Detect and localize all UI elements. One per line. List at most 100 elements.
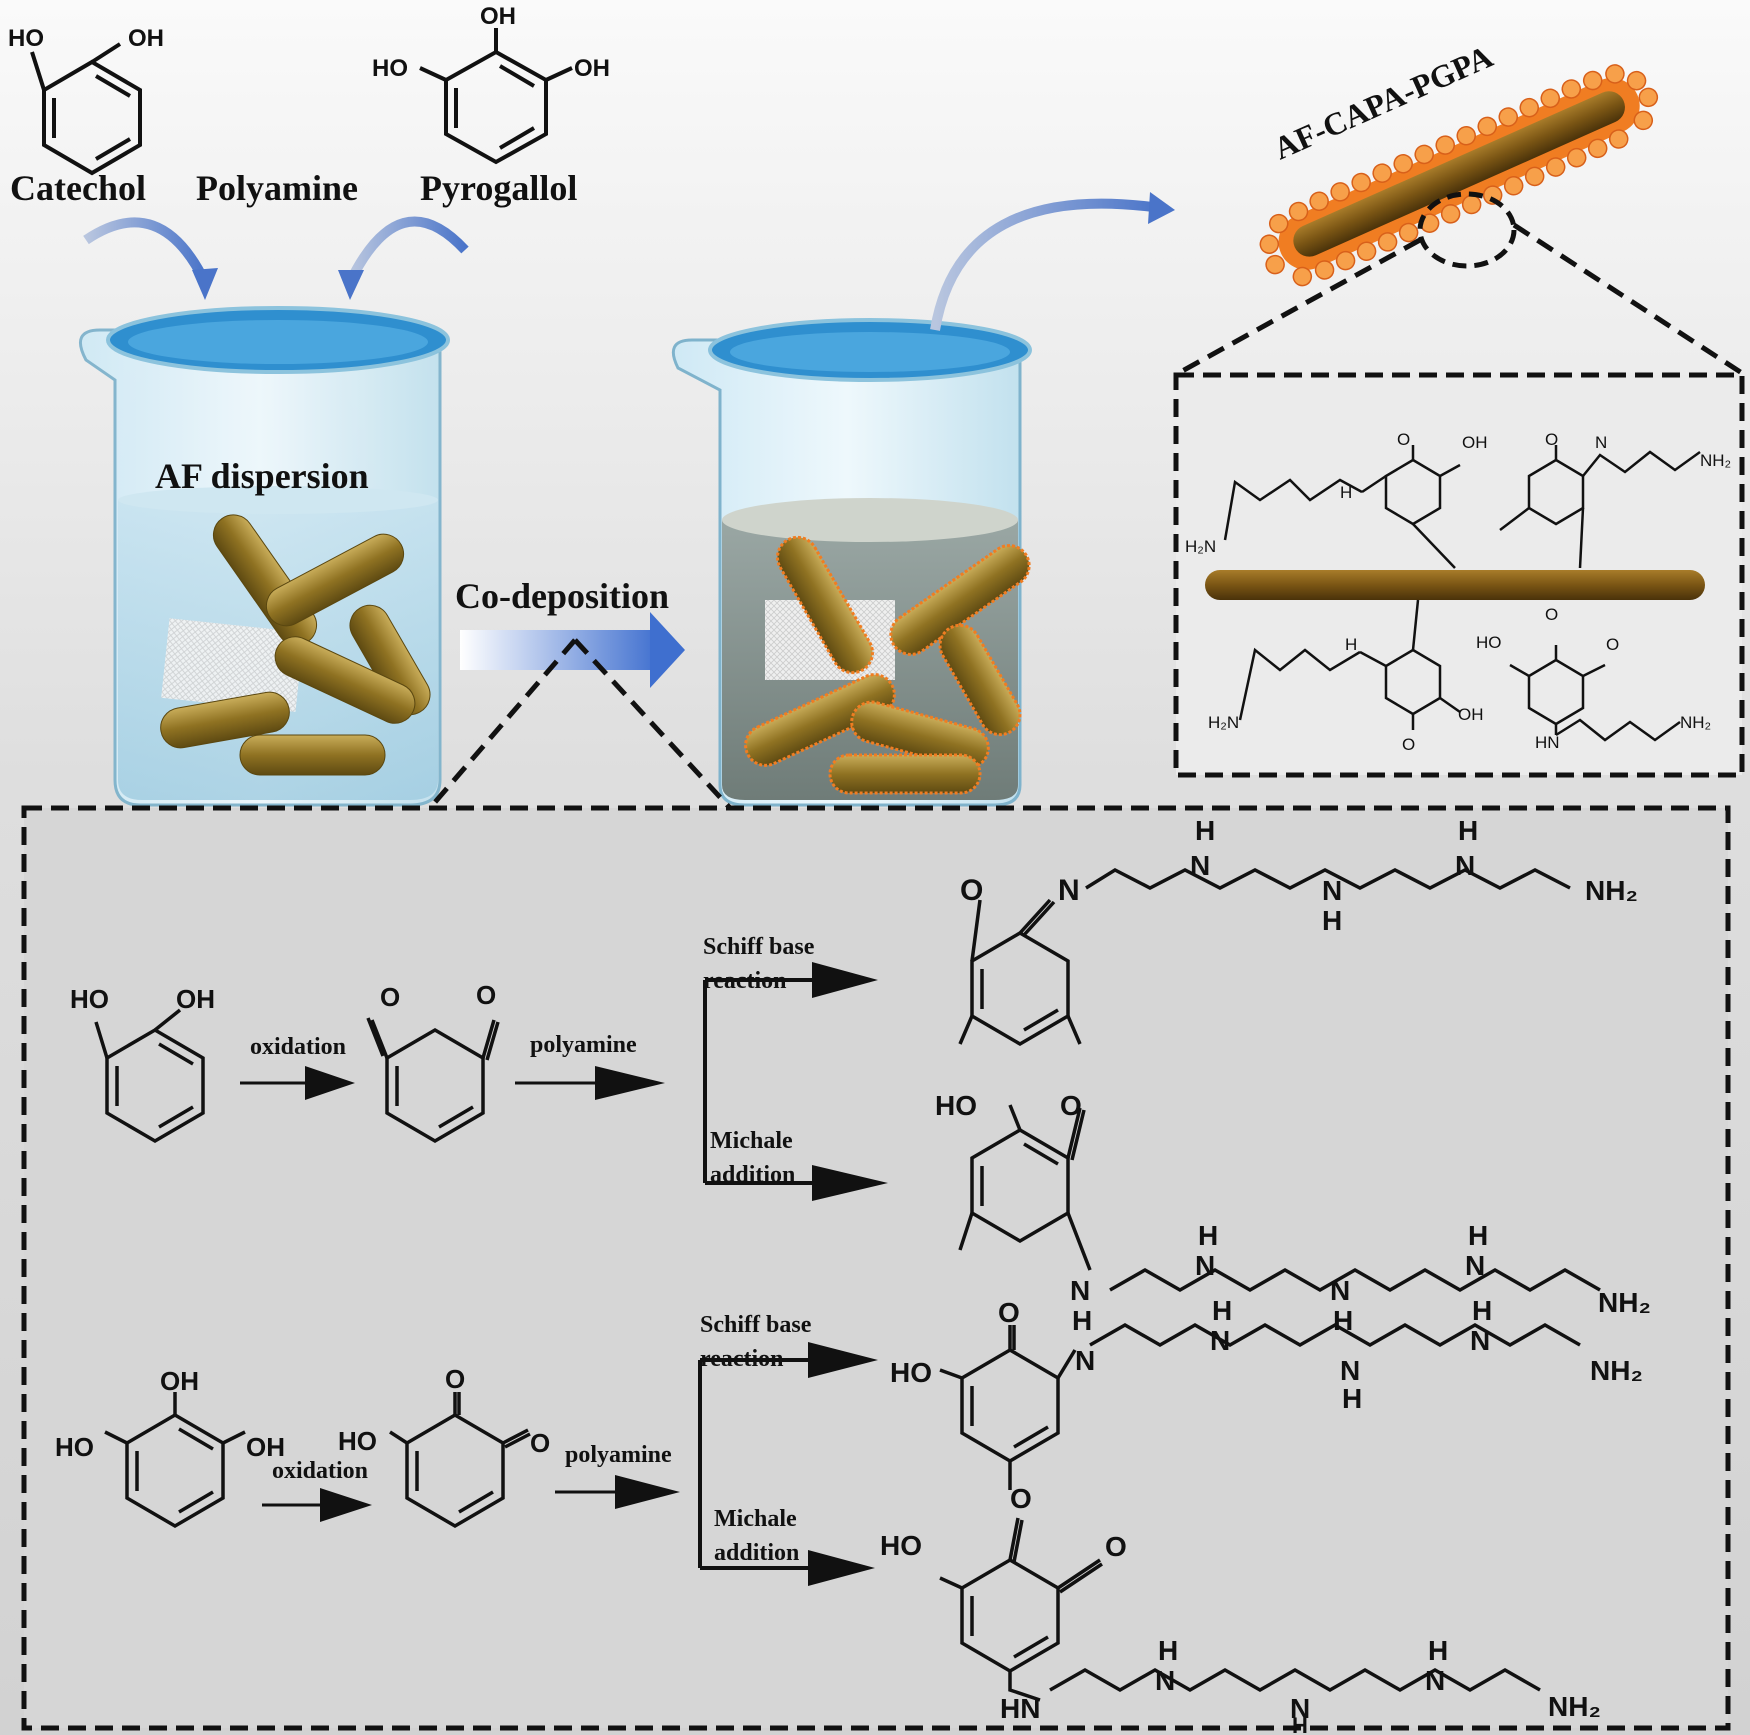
inset-n-2: N [1595,433,1607,452]
p2a-h2: H [1212,1295,1232,1326]
pyrogallol-oh-right: OH [574,55,610,82]
inset-structures [1223,445,1701,742]
inset-h2n-3: H₂N [1208,713,1239,732]
p2b-o-top: O [1010,1483,1032,1514]
mech-product-2b [939,1517,1541,1702]
catechol-oh-right: OH [128,25,164,52]
p2b-ho: HO [880,1530,922,1561]
mech-quinone1-o-left: O [380,982,400,1012]
p2b-n3: N [1290,1693,1310,1724]
mech2-oxidation-label: oxidation [272,1458,368,1484]
p2a-n2: N [1210,1325,1230,1356]
mech1-oxidation-label: oxidation [250,1034,346,1060]
p2a-nh2: NH₂ [1590,1355,1643,1386]
mech2-schiff-line1: Schiff base [700,1312,812,1338]
p2b-nh2: NH₂ [1548,1691,1601,1722]
mech2-polyamine-label: polyamine [565,1442,672,1468]
beaker1-label: AF dispersion [155,456,369,496]
p1a-h4: H [1458,815,1478,846]
p2a-n1: N [1075,1345,1095,1376]
mech-catechol-oh: OH [176,984,215,1014]
arrowhead-right-icon [338,270,364,300]
p2b-n2: N [1155,1665,1175,1696]
curved-arrow-right [345,216,469,285]
inset-nh2-4: NH₂ [1680,713,1711,732]
mechanism-zoom-lines [428,638,732,810]
arrowhead-product-icon [1148,192,1175,224]
pyrogallol-oh-top: OH [480,3,516,30]
mech1-michael-line2: addition [710,1162,795,1188]
p1b-nh2: NH₂ [1598,1287,1651,1318]
pyrogallol-oh-left: HO [372,55,408,82]
p1a-nh2: NH₂ [1585,875,1638,906]
zoom-circle [1417,191,1517,269]
p1a-n2: N [1190,850,1210,881]
mech2-oxidation-arrow-icon [320,1488,372,1522]
mech-catechol [94,1008,205,1144]
mech1-michael-arrow-icon [812,1165,888,1201]
inset-nh2-2: NH₂ [1700,451,1731,470]
inset-o-2: O [1545,430,1558,449]
pyrogallol-structure [419,28,573,165]
mech-pyrogallol [104,1392,246,1529]
p2b-h4: H [1428,1635,1448,1666]
inset-oh-3: OH [1458,705,1484,724]
p2a-ho: HO [890,1357,932,1388]
inset-o-4b: O [1606,635,1619,654]
mech2-michael-arrow-icon [808,1550,875,1586]
mech1-oxidation-arrow-icon [305,1066,355,1100]
mechanism-box [21,805,1731,1731]
p2b-hn: HN [1000,1693,1040,1724]
p1a-n3: N [1322,875,1342,906]
curved-arrow-to-product [930,198,1161,331]
mech-pyro-oh-top: OH [160,1366,199,1396]
mech-catechol-ho: HO [70,984,109,1014]
p1b-h2: H [1198,1220,1218,1251]
p1a-h3: H [1322,905,1342,936]
mech1-michael-line1: Michale [710,1128,793,1154]
mech-pyro-oh-right: OH [246,1432,285,1462]
p1b-n3: N [1330,1275,1350,1306]
p1b-n4: N [1465,1250,1485,1281]
inset-ho-4: HO [1476,633,1502,652]
inset-hn-4: HN [1535,733,1560,752]
mech2-schiff-arrow-icon [808,1342,878,1378]
reagent-pyrogallol: Pyrogallol [420,168,577,208]
p2b-h3: H [1292,1713,1308,1735]
p2b-h2: H [1158,1635,1178,1666]
reagent-polyamine: Polyamine [196,168,358,208]
co-deposition-label: Co-deposition [455,576,669,616]
reagent-catechol: Catechol [10,168,146,208]
p1a-n4: N [1455,850,1475,881]
p1a-n: N [1058,874,1080,907]
p1b-ho: HO [935,1090,977,1121]
p1b-n1: N [1070,1275,1090,1306]
mech-quinone2-ho: HO [338,1426,377,1456]
inset-h2n-1: H₂N [1185,537,1216,556]
beaker-af-dispersion [78,306,450,807]
inset-h-1: H [1340,483,1352,502]
inset-h-3: H [1345,635,1357,654]
coated-fiber-product [1259,64,1659,287]
mech1-polyamine-label: polyamine [530,1032,637,1058]
co-deposition-arrow [460,630,660,670]
p1a-h2: H [1195,815,1215,846]
mech-quinone1-o-right: O [476,980,496,1010]
mech-product-2a [939,1322,1581,1490]
mech2-michael-line2: addition [714,1540,799,1566]
inset-o-4a: O [1545,605,1558,624]
mech1-schiff-arrow-icon [812,962,878,998]
inset-fiber-rod [1205,570,1705,600]
mech-pyro-ho: HO [55,1432,94,1462]
mech-product-1b [958,1104,1601,1293]
beaker-coated-fibers [671,318,1032,807]
mech-quinone2-o-right: O [530,1428,550,1458]
catechol-oh-left: HO [8,25,44,52]
curved-arrow-left [83,217,210,285]
co-deposition-arrowhead-icon [650,612,685,688]
mech1-schiff-line1: Schiff base [703,934,815,960]
mech2-michael-line1: Michale [714,1506,797,1532]
catechol-structure [30,42,142,176]
mech1-polyamine-arrow-icon [595,1066,665,1100]
